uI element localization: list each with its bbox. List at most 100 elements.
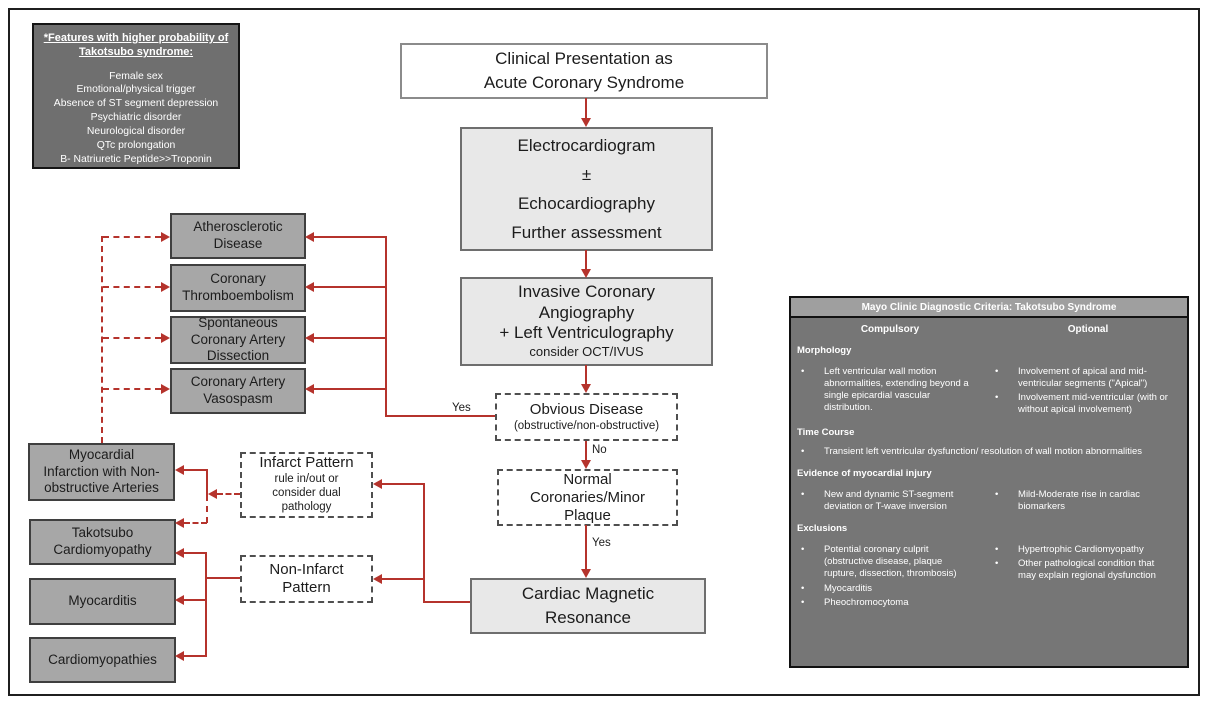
box-invasive-angiography: Invasive Coronary Angiography + Left Ven… [460,277,713,366]
arrowhead-to-thromboembolism [305,282,314,292]
arrowhead-to-cardiomyopathies [175,651,184,661]
bullet-item: •Transient left ventricular dysfunction/… [791,446,1187,458]
arrowhead-to-atherosclerotic [305,232,314,242]
box-obvious-disease-subtext: (obstructive/non-obstructive) [513,419,660,432]
arrowhead-angio-to-obvious [581,384,591,393]
feature-item: Absence of ST segment depression [53,98,219,110]
box-normal-coronaries: Normal Coronaries/Minor Plaque [497,469,678,526]
box-invasive-angiography-subtext: consider OCT/IVUS [529,344,644,360]
bullet-list: • Left ventricular wall motion abnormalit… [791,364,985,417]
bullet-glyph: • [995,488,999,500]
arrowhead-to-vasospasm [305,384,314,394]
line-infarct-vertical [206,469,208,495]
bullet-text: Potential coronary culprit (obstructive … [824,544,957,580]
label-yes-normal: Yes [592,537,611,549]
box-takotsubo-cardiomyopathy: Takotsubo Cardiomyopathy [29,519,176,565]
dashed-arrowhead-to-vasospasm [161,384,170,394]
arrowhead-to-myocarditis [175,595,184,605]
arrow-to-scad [314,337,386,339]
bullet-list: •Transient left ventricular dysfunction/… [791,446,1187,458]
bullet-text: Myocarditis [824,582,873,594]
box-coronary-thromboembolism: Coronary Thromboembolism [170,264,306,312]
table-columns: • Left ventricular wall motion abnormalit… [791,364,1187,417]
box-cardiac-mri: Cardiac Magnetic Resonance [470,578,706,634]
box-scad: Spontaneous Coronary Artery Dissection [170,314,306,364]
arrow-obvious-to-normal [585,441,587,461]
box-myocarditis-label: Myocarditis [68,593,137,609]
dashed-line-minoca-vertical [101,236,103,443]
box-atherosclerotic-disease-label: Atherosclerotic Disease [193,219,283,251]
features-panel: *Features with higher probability of Tak… [32,23,240,169]
arrow-angio-to-obvious [585,365,587,385]
mayo-table-column-headers: Compulsory Optional [791,318,1187,335]
bullet-glyph: • [801,366,805,377]
bullet-glyph: • [801,596,805,608]
bullet-text: Involvement mid-ventricular (with or wit… [1018,392,1168,416]
arrow-to-minoca [184,469,207,471]
bullet-text: Hypertrophic Cardiomyopathy [1018,544,1144,556]
feature-item: Neurological disorder [86,125,186,137]
table-section-heading: Morphology [797,345,852,356]
table-section: Time Course •Transient left ventricular d… [791,417,1187,458]
bullet-item: • Involvement of apical and mid-ventricul… [985,366,1187,390]
box-coronary-vasospasm: Coronary Artery Vasospasm [170,368,306,414]
arrow-clinical-to-ecg [585,98,587,119]
dashed-arrow-to-atherosclerotic [103,236,161,238]
bullet-text: Other pathological condition that may ex… [1018,558,1156,582]
features-panel-title: *Features with higher probability of Tak… [43,32,229,59]
line-differentials-vertical [385,236,387,417]
box-ecg-echo: Electrocardiogram ± Echocardiography Fur… [460,127,713,251]
arrowhead-to-takotsubo [175,548,184,558]
dashed-arrow-to-thromboembolism [103,286,161,288]
bullet-glyph: • [995,366,999,377]
arrow-to-vasospasm [314,388,386,390]
bullet-text: Pheochromocytoma [824,596,909,608]
box-obvious-disease-label: Obvious Disease [529,400,644,418]
figure-border [8,8,1200,696]
bullet-text: Left ventricular wall motion abnormaliti… [824,366,969,414]
table-section-heading: Evidence of myocardial injury [797,467,932,479]
feature-item: QTc prolongation [96,139,176,151]
feature-item: Female sex [109,70,163,82]
table-section-heading: Exclusions [797,523,848,535]
table-columns: • Potential coronary culprit (obstructive… [791,542,1187,609]
arrowhead-obvious-to-normal [581,460,591,469]
column-header-compulsory: Compulsory [860,324,920,335]
box-noninfarct-pattern-label: Non-Infarct Pattern [269,561,344,596]
bullet-item: •Mild-Moderate rise in cardiac biomarker… [985,489,1187,513]
arrowhead-to-scad [305,333,314,343]
label-no: No [592,444,607,456]
bullet-item: •Hypertrophic Cardiomyopathy [985,544,1187,556]
column-header-optional: Optional [1067,324,1109,335]
bullet-text: New and dynamic ST-segment deviation or … [824,488,954,512]
label-yes-obvious: Yes [452,402,471,414]
bullet-text: Involvement of apical and mid-ventricula… [1018,366,1148,390]
bullet-list: •New and dynamic ST-segment deviation or… [791,487,985,513]
feature-item: B- Natriuretic Peptide>>Troponin [60,153,212,165]
dashed-arrowhead-to-scad [161,333,170,343]
bullet-list: • Involvement of apical and mid-ventricul… [985,364,1187,417]
box-infarct-pattern-subtext: rule in/out or consider dual pathology [272,472,341,514]
arrowhead-normal-to-cmr [581,569,591,578]
box-minoca-label: Myocardial Infarction with Non- obstruct… [43,446,160,496]
dashed-arrow-to-scad [103,337,161,339]
bullet-glyph: • [801,582,805,594]
table-columns: • New and dynamic ST-segment deviation or… [791,487,1187,513]
bullet-text: Transient left ventricular dysfunction/ … [824,445,1143,457]
arrowhead-ecg-to-angio [581,269,591,278]
bullet-item: • Left ventricular wall motion abnormalit… [791,366,985,415]
table-section-heading: Time Course [797,426,855,438]
box-clinical-presentation-label: Clinical Presentation as Acute Coronary … [483,49,685,92]
arrowhead-to-minoca [175,465,184,475]
box-noninfarct-pattern: Non-Infarct Pattern [240,555,373,603]
box-infarct-pattern: Infarct Pattern rule in/out or consider … [240,452,373,518]
bullet-glyph: • [995,392,999,404]
box-cardiac-mri-label: Cardiac Magnetic Resonance [521,584,655,627]
mayo-table-body: Morphology • Left ventricular wall motion … [791,335,1187,609]
bullet-list: •Hypertrophic Cardiomyopathy•Other patho… [985,542,1187,609]
box-takotsubo-cardiomyopathy-label: Takotsubo Cardiomyopathy [53,525,152,557]
dashed-arrow-to-vasospasm [103,388,161,390]
arrowhead-to-noninfarct-pattern [373,574,382,584]
box-scad-label: Spontaneous Coronary Artery Dissection [190,314,286,364]
